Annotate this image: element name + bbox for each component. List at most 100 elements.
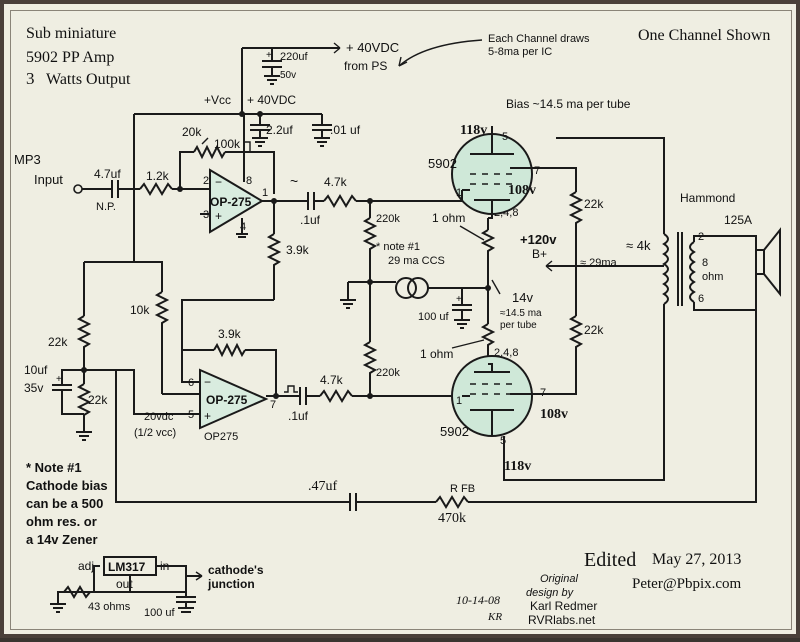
svg-text:2: 2 [203, 175, 209, 187]
schematic-canvas: Sub miniature 5902 PP Amp 3 Watts Output… [14, 25, 781, 627]
lm317-output-line-1: cathode's [208, 563, 264, 577]
load-unit: ohm [702, 271, 723, 283]
resistor-4k7-a-value: 4.7k [324, 175, 348, 189]
resistor-220k-a [362, 217, 378, 254]
tube-upper-anode-v: 108v [508, 183, 536, 198]
draw-note-arrow [398, 39, 483, 67]
svg-text:−: − [204, 375, 211, 389]
resistor-feedback [193, 144, 226, 160]
input-cap-type: N.P. [96, 201, 116, 213]
cap-10uf-voltage: 35v [24, 381, 43, 395]
svg-text:5: 5 [502, 131, 508, 143]
svg-text:+: + [204, 409, 211, 423]
svg-text:+: + [266, 50, 272, 61]
ccs-symbol-a [395, 277, 417, 299]
bias-note: Bias ~14.5 ma per tube [506, 97, 631, 111]
resistor-1k2 [139, 182, 173, 196]
input-label-line-2: Input [34, 172, 63, 187]
input-label-line-1: MP3 [14, 152, 41, 167]
draw-note-arrowhead [398, 56, 408, 67]
supply-cap-value: 220uf [280, 51, 308, 63]
title-line-3-number: 3 [26, 69, 35, 88]
plate-r-b-value: 22k [584, 323, 604, 337]
plate-resistor-22k-a [568, 191, 584, 234]
resistor-220k-a-value: 220k [376, 213, 400, 225]
bias-voltage-label: 20vdc [144, 411, 174, 423]
svg-text:1: 1 [456, 187, 462, 199]
resistor-1k2-value: 1.2k [146, 169, 170, 183]
svg-text:~: ~ [290, 173, 298, 189]
svg-text:+: + [56, 374, 62, 385]
svg-text:7: 7 [540, 387, 546, 399]
tube-upper-plate-v: 118v [460, 123, 487, 138]
lm317-cap-value: 100 uf [144, 607, 176, 619]
svg-text:1: 1 [456, 395, 462, 407]
speaker-cone [763, 227, 781, 297]
coupling-cap-2 [299, 387, 307, 405]
title-line-3-text: Watts Output [46, 71, 131, 88]
ground-symbol-2 [252, 137, 268, 147]
resistor-220k-b-value: 220k [376, 367, 400, 379]
note1-line-1: * Note #1 [26, 460, 82, 475]
transformer-secondary [689, 241, 696, 303]
input-coupling-cap [111, 180, 119, 198]
svg-text:1: 1 [262, 187, 268, 199]
lm317-label: LM317 [108, 560, 146, 574]
cathode-r-b-value: 1 ohm [420, 347, 453, 361]
cap-2u2-value: 2.2uf [266, 123, 293, 137]
cap-01u-value: .01 uf [330, 123, 361, 137]
cathode-resistor-b [480, 323, 496, 364]
credit-line-4: RVRlabs.net [528, 613, 596, 627]
lm317-adj: adj [78, 559, 94, 573]
transformer-primary [662, 233, 669, 305]
resistor-10k [154, 291, 170, 334]
supply-source-label: from PS [344, 59, 387, 73]
ccs-current: 29 ma CCS [388, 255, 445, 267]
credit-line-2: design by [526, 587, 575, 599]
vcc-voltage-label: + 40VDC [247, 93, 296, 107]
transformer-core [677, 232, 683, 306]
handwritten-date: 10-14-08 [456, 593, 500, 607]
supply-voltage-label: + 40VDC [346, 40, 399, 55]
cap-10uf [52, 369, 84, 415]
resistor-100k-value: 100k [214, 137, 241, 151]
tube-lower-plate-v: 118v [504, 459, 531, 474]
title-line-1: Sub miniature [26, 25, 116, 42]
feedback-label: R FB [450, 483, 475, 495]
cathode-cap [452, 288, 472, 320]
tube-lower-anode-v: 108v [540, 407, 568, 422]
supply-arrow [333, 42, 341, 54]
transformer-model: 125A [724, 213, 752, 227]
bplus-voltage: +120v [520, 232, 557, 247]
cathode-cap-value: 100 uf [418, 311, 450, 323]
ccs-symbol-b [407, 277, 429, 299]
op-amp-2-part: OP275 [204, 431, 238, 443]
lm317-resistor-value: 43 ohms [88, 601, 131, 613]
transformer-brand: Hammond [680, 191, 735, 205]
resistor-3k9-b-value: 3.9k [218, 327, 242, 341]
note1-line-4: ohm res. or [26, 514, 97, 529]
resistor-20k-value: 20k [182, 125, 202, 139]
cathode-resistor-a [480, 229, 496, 288]
op-amp-1-label: OP-275 [210, 195, 252, 209]
bias-half-vcc-label: (1/2 vcc) [134, 427, 176, 439]
editor-email: Peter@Pbpix.com [632, 576, 742, 592]
note1-line-2: Cathode bias [26, 478, 108, 493]
resistor-10k-value: 10k [130, 303, 150, 317]
op-amp-2 [199, 368, 269, 430]
cap-10uf-value: 10uf [24, 363, 48, 377]
svg-text:7: 7 [270, 399, 276, 411]
supply-cap-voltage: 50v [280, 70, 296, 81]
tube-lower-type: 5902 [440, 424, 469, 439]
note1-line-3: can be a 500 [26, 496, 103, 511]
op-amp-1 [209, 168, 264, 234]
credit-line-3: Karl Redmer [530, 599, 597, 613]
lm317-output-line-2: junction [207, 577, 255, 591]
plate-r-a-value: 22k [584, 197, 604, 211]
resistor-3k9-a-value: 3.9k [286, 243, 310, 257]
supply-cap-symbol [262, 60, 282, 68]
title-line-2: 5902 PP Amp [26, 49, 114, 66]
resistor-4k7-b-value: 4.7k [320, 373, 344, 387]
draw-note-line-1: Each Channel draws [488, 33, 590, 45]
